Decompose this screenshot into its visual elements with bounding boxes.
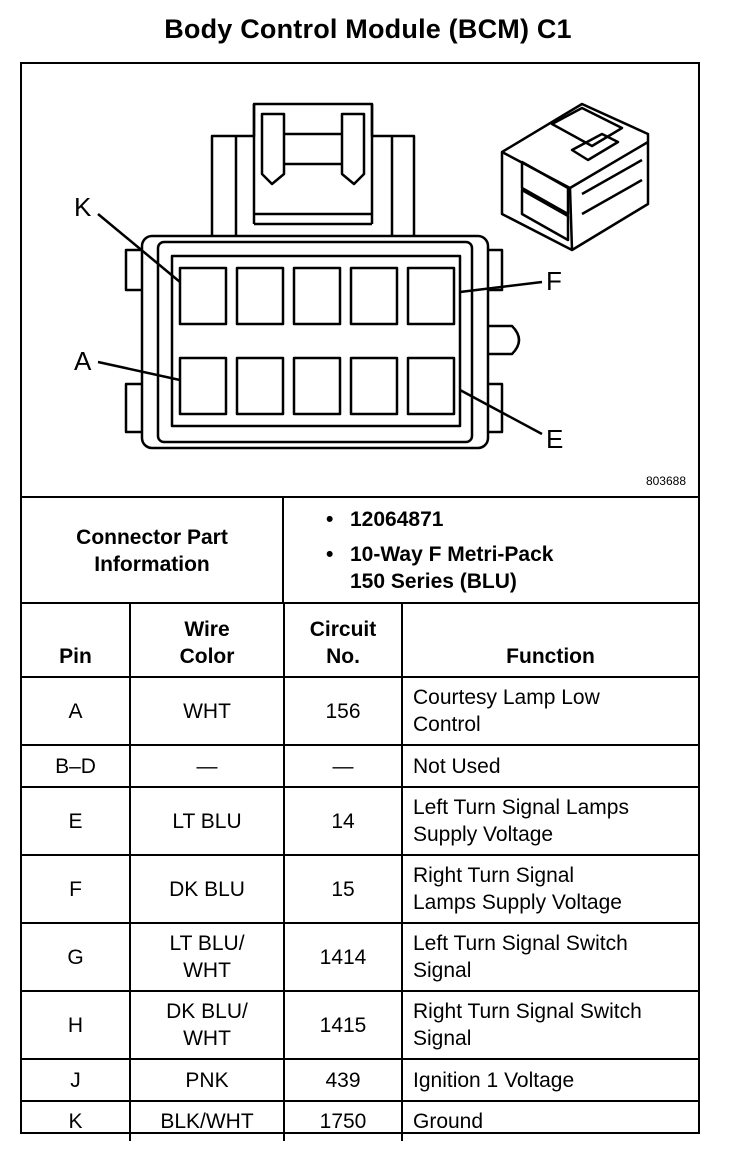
connector-info-label: Connector Part Information — [22, 498, 284, 604]
connector-diagram: K F A E 803688 — [22, 64, 698, 496]
pin-table-header: Pin Wire Color Circuit No. Function — [22, 602, 698, 678]
table-row: H DK BLU/ WHT 1415 Right Turn Signal Swi… — [22, 990, 698, 1060]
circuit-cell: 15 — [283, 854, 403, 924]
function-cell: Ignition 1 Voltage — [401, 1058, 698, 1102]
latch-side-lines — [252, 104, 374, 224]
latch-left-tab — [260, 112, 286, 186]
wire-color-cell: DK BLU — [129, 854, 285, 924]
wire-color-cell: LT BLU — [129, 786, 285, 856]
pin-cell: K — [22, 1100, 131, 1141]
pin-cavity-k — [178, 266, 228, 326]
pin-cavity-j — [235, 266, 285, 326]
table-row: E LT BLU 14 Left Turn Signal Lamps Suppl… — [22, 786, 698, 856]
connector-face-drawing: K F A E — [74, 102, 650, 454]
table-row: F DK BLU 15 Right Turn Signal Lamps Supp… — [22, 854, 698, 924]
wire-color-cell: WHT — [129, 676, 285, 746]
left-lower-ear — [124, 382, 142, 434]
page-title: Body Control Module (BCM) C1 — [164, 14, 572, 44]
connector-body-inner — [156, 240, 474, 444]
header-circuit-no: Circuit No. — [283, 602, 403, 678]
pin-cell: G — [22, 922, 131, 992]
circuit-cell: 439 — [283, 1058, 403, 1102]
circuit-cell: — — [283, 744, 403, 788]
leader-a — [97, 360, 181, 382]
leader-e — [459, 388, 543, 436]
bullet-icon: • — [326, 508, 334, 531]
leader-f — [459, 280, 543, 294]
pin-cavity-d — [349, 356, 399, 416]
latch-right-tab — [340, 112, 366, 186]
circuit-cell: 14 — [283, 786, 403, 856]
pin-cell: A — [22, 676, 131, 746]
pin-table: Pin Wire Color Circuit No. Function A WH… — [22, 602, 698, 1141]
table-row: G LT BLU/ WHT 1414 Left Turn Signal Swit… — [22, 922, 698, 992]
latch-base-lines — [254, 212, 372, 226]
right-lock-bump — [488, 324, 521, 356]
function-cell: Not Used — [401, 744, 698, 788]
iso-connector-side-ribs — [581, 158, 643, 216]
header-function: Function — [401, 602, 698, 678]
wire-color-cell: BLK/WHT — [129, 1100, 285, 1141]
pin-cavity-h — [292, 266, 342, 326]
cavity-frame — [170, 254, 462, 428]
iso-connector-edges — [501, 140, 649, 251]
wire-color-cell: LT BLU/ WHT — [129, 922, 285, 992]
callout-k: K — [74, 192, 92, 222]
left-upper-ear — [124, 248, 142, 292]
connector-part-number: 12064871 — [350, 508, 444, 531]
connector-body-outer — [140, 234, 490, 450]
wire-color-cell: PNK — [129, 1058, 285, 1102]
iso-connector-latch — [550, 106, 624, 162]
pin-cell: H — [22, 990, 131, 1060]
header-pin: Pin — [22, 602, 131, 678]
right-upper-ear — [488, 248, 504, 292]
callout-f: F — [546, 266, 562, 296]
connector-info-item: • 10-Way F Metri-Pack 150 Series (BLU) — [284, 541, 694, 595]
drawing-number: 803688 — [645, 474, 686, 488]
iso-connector-front-slots — [520, 160, 570, 242]
table-row: A WHT 156 Courtesy Lamp Low Control — [22, 676, 698, 746]
circuit-cell: 1414 — [283, 922, 403, 992]
pin-cavity-e — [406, 356, 456, 416]
pin-cell: F — [22, 854, 131, 924]
table-row: J PNK 439 Ignition 1 Voltage — [22, 1058, 698, 1102]
header-wire-color: Wire Color — [129, 602, 285, 678]
latch-housing-outline — [210, 102, 416, 236]
connector-info-item: • 12064871 — [284, 506, 694, 533]
function-cell: Ground — [401, 1100, 698, 1141]
iso-connector-outline — [500, 102, 650, 252]
function-cell: Left Turn Signal Switch Signal — [401, 922, 698, 992]
table-row: K BLK/WHT 1750 Ground — [22, 1100, 698, 1141]
circuit-cell: 1750 — [283, 1100, 403, 1141]
pin-cell: J — [22, 1058, 131, 1102]
wire-color-cell: DK BLU/ WHT — [129, 990, 285, 1060]
circuit-cell: 1415 — [283, 990, 403, 1060]
function-cell: Left Turn Signal Lamps Supply Voltage — [401, 786, 698, 856]
table-row: B–D — — Not Used — [22, 744, 698, 788]
pin-cavity-c — [292, 356, 342, 416]
pin-cell: B–D — [22, 744, 131, 788]
callout-a: A — [74, 346, 92, 376]
pin-cavity-g — [349, 266, 399, 326]
latch-crossbars — [284, 132, 342, 166]
latch-inner-lines — [234, 136, 394, 236]
connector-sheet: K F A E 803688 Connector Part Informatio… — [20, 62, 700, 1141]
function-cell: Right Turn Signal Switch Signal — [401, 990, 698, 1060]
pin-cavity-f — [406, 266, 456, 326]
function-cell: Right Turn Signal Lamps Supply Voltage — [401, 854, 698, 924]
function-cell: Courtesy Lamp Low Control — [401, 676, 698, 746]
pin-cavity-b — [235, 356, 285, 416]
connector-info-list: • 12064871 • 10-Way F Metri-Pack 150 Ser… — [284, 506, 694, 595]
circuit-cell: 156 — [283, 676, 403, 746]
pin-cell: E — [22, 786, 131, 856]
right-lower-ear — [488, 382, 504, 434]
callout-e: E — [546, 424, 563, 454]
connector-type: 10-Way F Metri-Pack 150 Series (BLU) — [350, 543, 554, 593]
pin-cavity-a — [178, 356, 228, 416]
bullet-icon: • — [326, 543, 334, 566]
leader-k — [97, 213, 181, 283]
wire-color-cell: — — [129, 744, 285, 788]
connector-part-information: Connector Part Information • 12064871 • … — [22, 496, 698, 604]
